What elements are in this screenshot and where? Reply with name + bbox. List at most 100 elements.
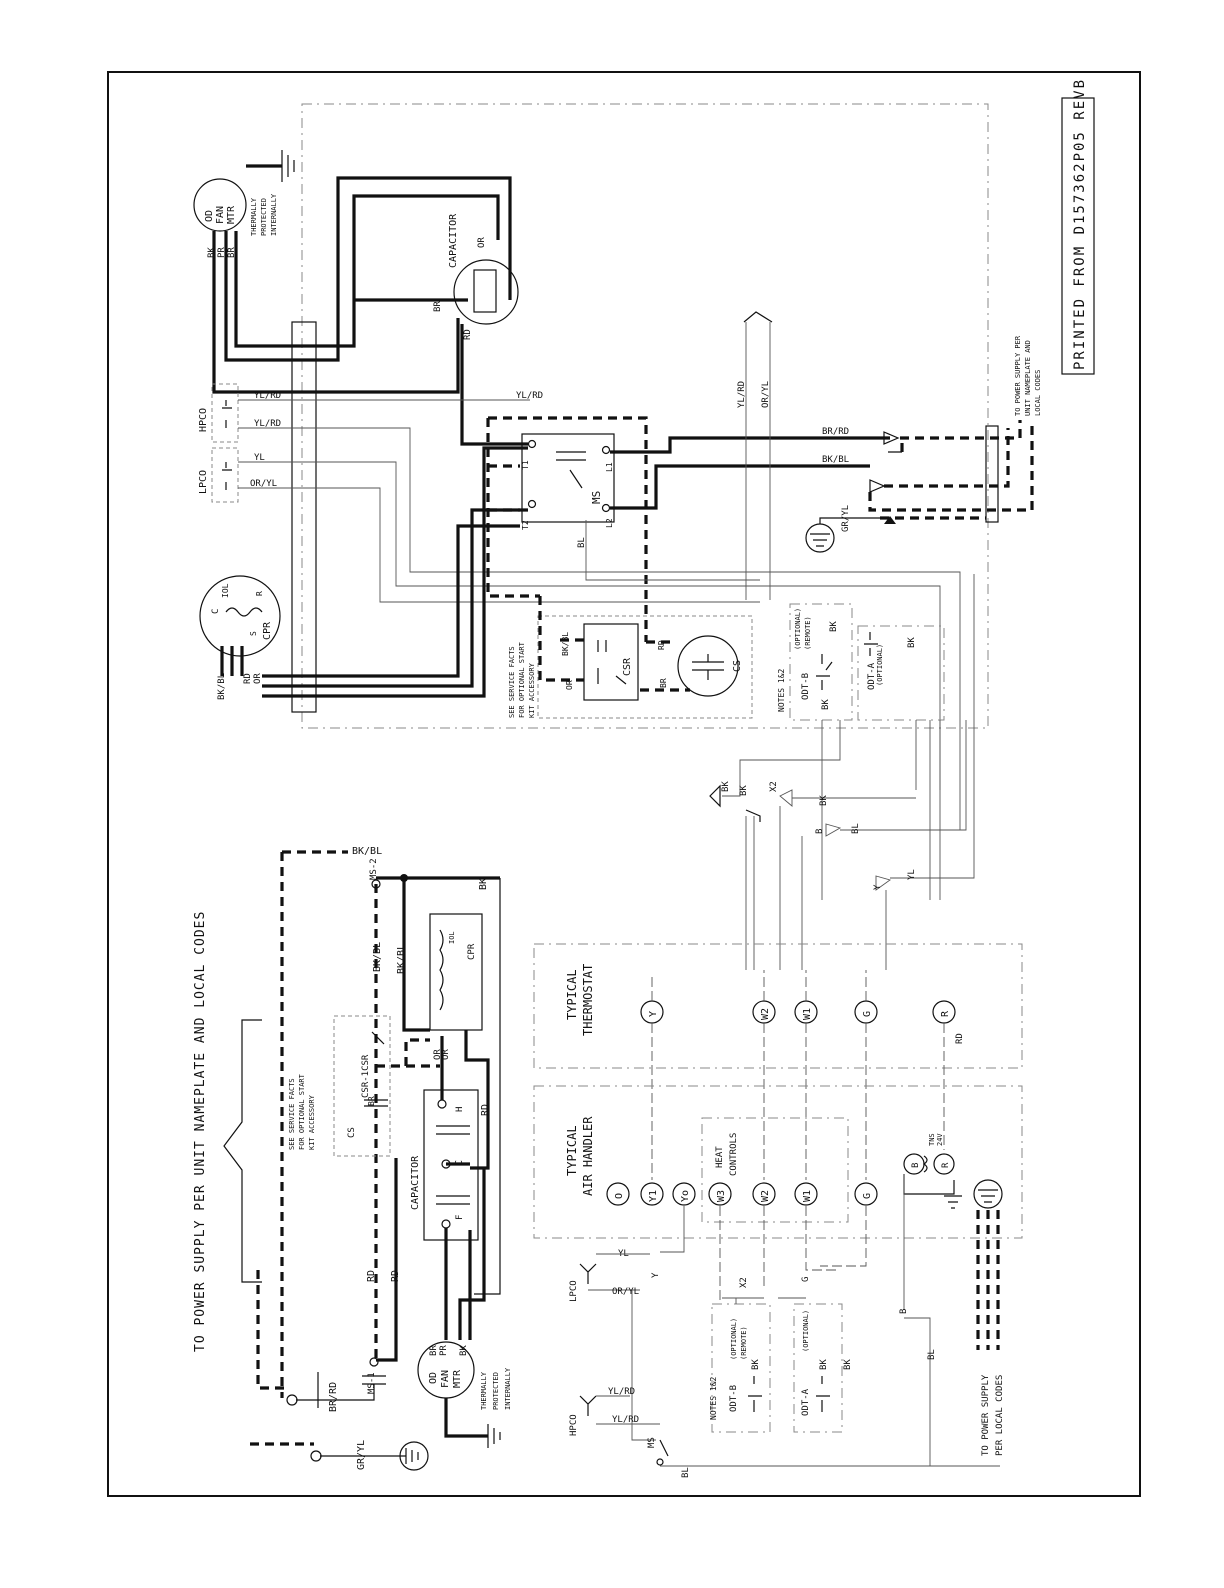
ah-label-w1: W1 — [802, 1190, 813, 1202]
power-note-1: TO POWER SUPPLY PER — [1014, 335, 1022, 416]
cpr-wire-rd: RD — [243, 673, 253, 684]
odt-b-label: ODT-B — [801, 673, 811, 700]
lower-power-2: PER LOCAL CODES — [995, 1375, 1005, 1456]
optional-kit-wiring-upper — [486, 416, 648, 642]
ladder-fan-bk: BK — [459, 1345, 469, 1356]
fan-wire-br: BR — [227, 247, 237, 258]
lower-wire-yl-rd-2: YL/RD — [612, 1415, 639, 1425]
ah-wire-heat — [719, 1206, 867, 1300]
ladder-line-l2 — [256, 1270, 290, 1390]
fan-wire-bk: BK — [207, 247, 217, 258]
ms-term-t1: T1 — [521, 460, 530, 470]
odt-b-wire-bk-2: BK — [829, 621, 839, 632]
ladder-fan-note-1: THERMALLY — [480, 1371, 488, 1410]
ladder-cpr-label: CPR — [467, 943, 477, 960]
upper-ground-symbol — [246, 150, 295, 182]
label-br-rd: BR/RD — [822, 427, 849, 437]
ah-term-w3 — [708, 1182, 732, 1206]
wire-cpr-rd — [262, 508, 528, 688]
wire-power-incoming — [868, 420, 1034, 512]
lower-odt-a-opt: (OPTIONAL) — [802, 1310, 810, 1352]
ladder-power-supply-label: TO POWER SUPPLY PER UNIT NAMEPLATE AND L… — [193, 911, 208, 1352]
ladder-start-kit-box — [333, 1015, 391, 1157]
field-label-yl: YL — [907, 869, 917, 880]
power-note-2: UNIT NAMEPLATE AND — [1024, 340, 1032, 416]
lower-wire-y: Y — [651, 1272, 661, 1278]
ah-label-w3: W3 — [716, 1190, 727, 1202]
csr-label: CSR — [622, 657, 633, 676]
air-handler-title-1: TYPICAL — [565, 1125, 579, 1176]
capacitor-label: CAPACITOR — [448, 213, 459, 268]
ladder-fan-od: OD — [428, 1372, 439, 1384]
start-kit-note: SEE SERVICE FACTS FOR OPTIONAL START KIT… — [508, 641, 536, 718]
odt-b-opt-1: (OPTIONAL) — [794, 608, 802, 650]
lower-power-1: TO POWER SUPPLY — [981, 1374, 991, 1456]
fan-label-fan: FAN — [215, 206, 226, 224]
wire-cpr-stubs — [220, 646, 244, 676]
cap-term-rd: RD — [463, 329, 473, 340]
fan-motor-circle — [193, 178, 247, 232]
ladder-fan-note-3: INTERNALLY — [504, 1367, 512, 1410]
ladder-label-bk-bl-top: BK/BL — [352, 846, 382, 857]
ladder-cs-label: CS — [347, 1127, 357, 1138]
wire-cpr-or — [262, 446, 528, 698]
ah-label-g: G — [862, 1193, 873, 1199]
lower-wire-or-yl: OR/YL — [612, 1287, 639, 1297]
csr-wire-bkbl: BK/BL — [561, 632, 570, 656]
typical-thermostat-box — [533, 943, 1023, 1069]
ladder-fan-ground — [444, 1398, 501, 1448]
ladder-wire-fan-feeds — [444, 1168, 486, 1340]
ah-label-b: B — [911, 1163, 921, 1168]
printed-from-box — [1061, 97, 1095, 375]
lower-odt-a: ODT-A (OPTIONAL) BK BK — [801, 1310, 853, 1416]
thermostat-title-1: TYPICAL — [565, 969, 579, 1020]
power-note-3: LOCAL CODES — [1034, 370, 1042, 416]
lower-odt-a-box — [793, 1303, 843, 1433]
heat-controls-2: CONTROLS — [729, 1133, 739, 1176]
printed-from-label: PRINTED FROM D157362P05 REVB — [1072, 78, 1088, 370]
field-wire-yl — [875, 574, 975, 891]
start-kit-note-1: SEE SERVICE FACTS — [508, 646, 516, 718]
odt-a-box — [857, 625, 945, 721]
ms-term-l2: L2 — [605, 518, 614, 528]
csr-wire-br: BR — [659, 678, 668, 688]
ladder-label-br-rd: BR/RD — [328, 1382, 339, 1412]
csr-wire-rd: RD — [657, 640, 666, 650]
cpr-term-iol: IOL — [221, 583, 230, 598]
tstat-label-y: Y — [648, 1011, 659, 1017]
upper-fan-motor: OD FAN MTR BK PR BR THERMALLY PROTECTED … — [193, 178, 278, 258]
upper-compressor-cpr: C IOL R S CPR BK/BL RD OR — [199, 575, 281, 700]
odt-b-box — [789, 603, 853, 721]
wire-fan-bk — [212, 231, 460, 394]
ladder-cpr-box — [429, 913, 483, 1031]
label-bk-bl: BK/BL — [822, 455, 849, 465]
lower-odt-a-label: ODT-A — [801, 1388, 811, 1416]
lower-odt-b-box — [711, 1303, 771, 1433]
tstat-label-g: G — [862, 1011, 873, 1017]
lower-odt-b: NOTES 1&2 (OPTIONAL) (REMOTE) ODT-B BK — [709, 1318, 762, 1420]
ladder-label-br: BR — [367, 1096, 376, 1106]
ladder-cpr-winding — [439, 929, 444, 1011]
ladder-kit-note-2: FOR OPTIONAL START — [298, 1073, 306, 1150]
air-handler-terminals: O Y1 Yo W3 W2 W1 G B R TNS 24V — [606, 1133, 955, 1206]
ladder-label-rd-3: RD — [366, 1270, 377, 1282]
ah-term-w1 — [794, 1182, 818, 1206]
ms-label: MS — [590, 491, 603, 504]
thermostat-terminals: Y W2 W1 G R RD — [640, 1000, 965, 1044]
cpr-term-c: C — [211, 609, 221, 614]
label-yl-rd-vert: YL/RD — [737, 381, 747, 408]
field-label-bk-2: BK — [739, 785, 749, 796]
lower-wire-g: G — [801, 1277, 811, 1282]
ladder-wire-rd-cap — [440, 1030, 490, 1170]
label-bl: BL — [577, 537, 587, 548]
lower-odt-a-bk-2: BK — [843, 1359, 853, 1370]
lower-hpco: HPCO YL/RD YL/RD — [569, 1387, 660, 1436]
ladder-capacitor-label: CAPACITOR — [410, 1155, 421, 1210]
fan-label-od: OD — [204, 210, 215, 222]
odt-a-opt: (OPTIONAL) — [876, 644, 884, 686]
wire-fan-pr — [224, 176, 512, 362]
field-label-bl: BL — [851, 823, 861, 834]
fan-note-1: THERMALLY — [250, 197, 258, 236]
ladder-power-brace — [223, 1019, 262, 1283]
